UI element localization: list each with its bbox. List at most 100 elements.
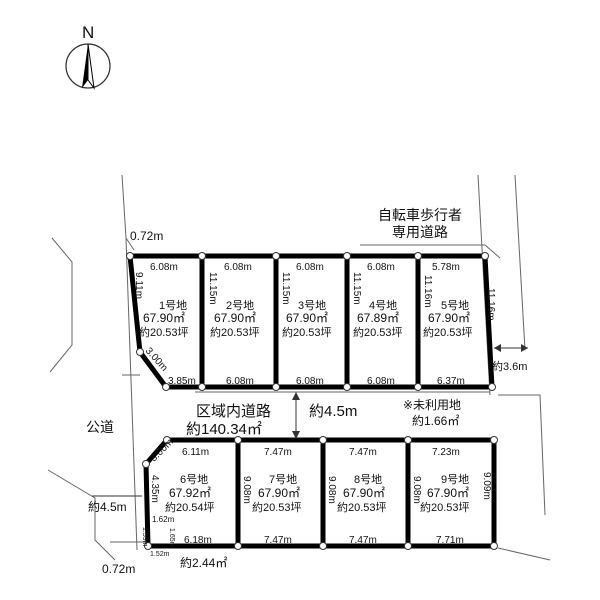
lot-3-tsubo: 約20.53坪 [282,325,332,339]
lot-4-tsubo: 約20.53坪 [353,325,403,339]
lot-7-tsubo: 約20.53坪 [252,500,302,514]
lot-8-boundary [323,437,411,549]
lot-1-top-dim: 6.08m [150,262,178,273]
boundary-points [126,252,498,550]
lot-6-area: 67.92㎡ [169,486,211,500]
lot-4-area: 67.89㎡ [357,311,399,325]
right-gap-label: 約3.6m [492,359,527,373]
lot-5-top-dim: 5.78m [432,262,460,273]
lot-7: 7.47m 7号地 67.90㎡ 約20.53坪 7.47m 9.08m [241,447,302,546]
lot-2-area: 67.90㎡ [214,311,256,325]
lot-6-corner-dim: 3.00m [148,437,175,464]
top-left-dim-label: 0.72m [130,229,163,243]
lots-bottom-row [143,437,497,549]
lot-6: 6.11m 6号地 67.92㎡ 約20.54坪 6.18m 4.35m 3.0… [141,437,215,558]
lot-8-side-dim: 9.08m [326,476,337,504]
lot-8-tsubo: 約20.53坪 [337,500,387,514]
context-lines [47,174,551,561]
internal-road-label-1: 区域内道路 [196,403,271,420]
lot-1-name: 1号地 [159,299,187,312]
lot-2-name: 2号地 [226,299,254,312]
lot-6-bottom-dim: 6.18m [184,535,212,546]
lot-9-side-dim: 9.08m [411,476,422,504]
bike-path-label-2: 専用道路 [392,224,448,240]
bottom-left-dim-label: 0.72m [102,562,135,576]
left-width-label: 約4.5m [88,499,127,514]
lot-6-small-dim-3: 1.59m [141,527,148,547]
bike-path-label-1: 自転車歩行者 [378,207,462,223]
lot-9-tsubo: 約20.53坪 [420,500,470,514]
lot-1-bottom-dim: 3.85m [168,376,196,387]
lot-6-small-dim-2: 1.65m [168,528,175,548]
lot-1: 6.08m 1号地 67.90㎡ 約20.53坪 3.85m 9.11m 3.0… [133,262,196,387]
lot-2-tsubo: 約20.53坪 [210,325,260,339]
lot-2-boundary [202,253,279,390]
lot-8-area: 67.90㎡ [343,486,385,500]
lot-7-top-dim: 7.47m [264,447,292,458]
lot-4-bottom-dim: 6.08m [367,376,395,387]
lot-8-name: 8号地 [354,473,382,486]
lot-5: 5.78m 5号地 67.90㎡ 約20.53坪 6.37m 11.16m 11… [422,262,496,387]
lot-5-name: 5号地 [441,299,469,312]
lot-8-bottom-dim: 7.47m [349,535,377,546]
lot-3-bottom-dim: 6.08m [296,376,324,387]
lot-2-bottom-dim: 6.08m [226,376,254,387]
lot-7-boundary [238,437,326,549]
unused-land-label-1: ※未利用地 [403,398,461,412]
lot-8: 7.47m 8号地 67.90㎡ 約20.53坪 7.47m 9.08m [326,447,387,546]
lot-3-side-dim: 11.15m [280,272,291,305]
unused-land-label-2: 約1.66㎡ [412,413,459,428]
lot-6-small-dim-1: 1.62m [152,515,175,524]
lot-1-boundary [127,253,205,390]
lot-5-side-dim: 11.16m [422,275,433,308]
lot-9-boundary [408,437,497,549]
lot-1-side-dim: 9.11m [133,272,144,299]
lot-6-boundary [143,437,241,549]
lot-4-side-dim: 11.15m [351,272,362,305]
lots-top-row [127,253,495,390]
lot-5-boundary [418,253,495,390]
lot-6-name: 6号地 [180,473,208,486]
lot-6-side-dim: 4.35m [149,475,160,503]
internal-road-label-2: 約140.34㎡ [186,421,262,438]
lot-3-name: 3号地 [298,299,326,312]
right-gap-arrow [494,344,528,352]
lot-7-area: 67.90㎡ [258,486,300,500]
lot-3-area: 67.90㎡ [286,311,328,325]
lot-6-top-dim: 6.11m [182,447,209,458]
lot-7-name: 7号地 [269,473,297,486]
lot-4-name: 4号地 [369,299,397,312]
lot-5-area: 67.90㎡ [428,311,470,325]
lot-2-top-dim: 6.08m [224,262,252,273]
lot-9-side-right-dim: 9.09m [481,472,492,500]
lot-5-side-right-dim: 11.16m [485,288,496,321]
lot-2-side-dim: 11.15m [207,272,218,305]
road-width-arrow [292,392,300,439]
road-labels: 公道 自転車歩行者 専用道路 区域内道路 約140.34㎡ 約4.5m ※未利用… [86,207,527,576]
lot-8-top-dim: 7.47m [349,447,377,458]
lot-1-tsubo: 約20.53坪 [139,325,189,339]
lot-5-tsubo: 約20.53坪 [423,325,473,339]
lot-4-boundary [347,253,421,390]
lot-5-bottom-dim: 6.37m [437,376,465,387]
lot-9-top-dim: 7.23m [432,447,460,458]
lot-6-tsubo: 約20.54坪 [165,500,215,514]
north-label: N [82,23,94,42]
corner-area-label: 約2.44㎡ [180,555,227,570]
lot-3-top-dim: 6.08m [296,262,324,273]
lot-4-top-dim: 6.08m [367,262,395,273]
lot-9-bottom-dim: 7.71m [436,535,464,546]
lot-7-side-dim: 9.08m [241,476,252,504]
lot-6-small-dim-4: 1.52m [150,551,170,558]
north-arrow-icon: N [65,23,111,90]
lot-7-bottom-dim: 7.47m [264,535,292,546]
lot-1-area: 67.90㎡ [143,311,185,325]
road-width-label: 約4.5m [309,403,357,420]
lot-3-boundary [276,253,350,390]
lot-9-name: 9号地 [441,473,469,486]
lot-4: 6.08m 4号地 67.89㎡ 約20.53坪 6.08m 11.15m [351,262,403,387]
lot-2: 6.08m 2号地 67.90㎡ 約20.53坪 6.08m 11.15m [207,262,260,387]
lot-9-area: 67.90㎡ [427,486,469,500]
